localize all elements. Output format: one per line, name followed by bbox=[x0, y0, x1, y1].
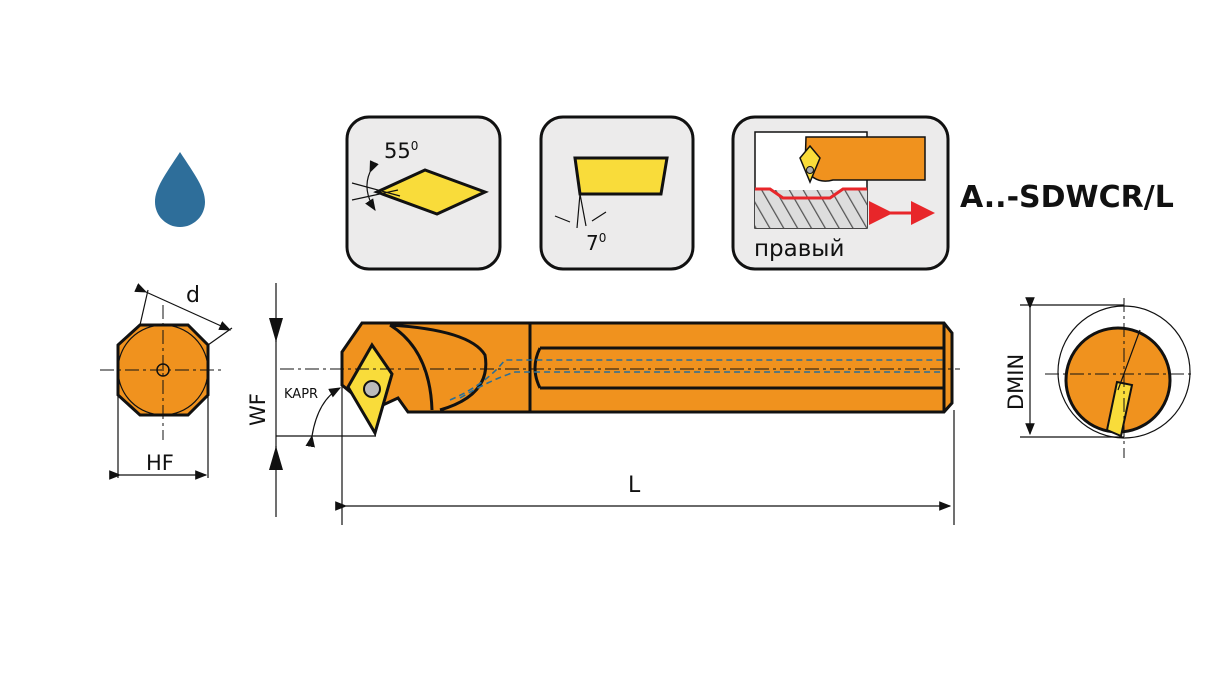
front-view: d HF bbox=[100, 283, 233, 480]
side-view: WF KAPR L bbox=[246, 283, 960, 525]
product-title: A..-SDWCR/L bbox=[960, 180, 1174, 215]
dim-kapr-label: KAPR bbox=[284, 387, 318, 402]
insert-angle-value: 55 bbox=[384, 139, 411, 163]
bore-view: DMIN bbox=[1004, 297, 1195, 458]
hand-panel: правый bbox=[731, 115, 950, 271]
dim-dmin-label: DMIN bbox=[1004, 354, 1028, 410]
dim-l-label: L bbox=[628, 473, 641, 498]
coolant-drop-icon bbox=[155, 152, 205, 227]
dim-wf-label: WF bbox=[246, 393, 270, 426]
dim-d-label: d bbox=[186, 283, 200, 308]
clearance-angle-panel: 70 bbox=[539, 115, 695, 271]
clearance-angle-unit: 0 bbox=[599, 231, 607, 245]
rhombic-insert-icon bbox=[373, 168, 489, 216]
svg-text:70: 70 bbox=[586, 231, 606, 255]
insert-angle-unit: 0 bbox=[411, 139, 419, 153]
insert-shape-panel: 550 bbox=[345, 115, 502, 271]
clearance-angle-value: 7 bbox=[586, 231, 599, 255]
dim-hf-label: HF bbox=[146, 451, 174, 475]
insert-profile-icon bbox=[573, 156, 669, 196]
svg-text:550: 550 bbox=[384, 139, 418, 163]
hand-label: правый bbox=[754, 236, 844, 262]
